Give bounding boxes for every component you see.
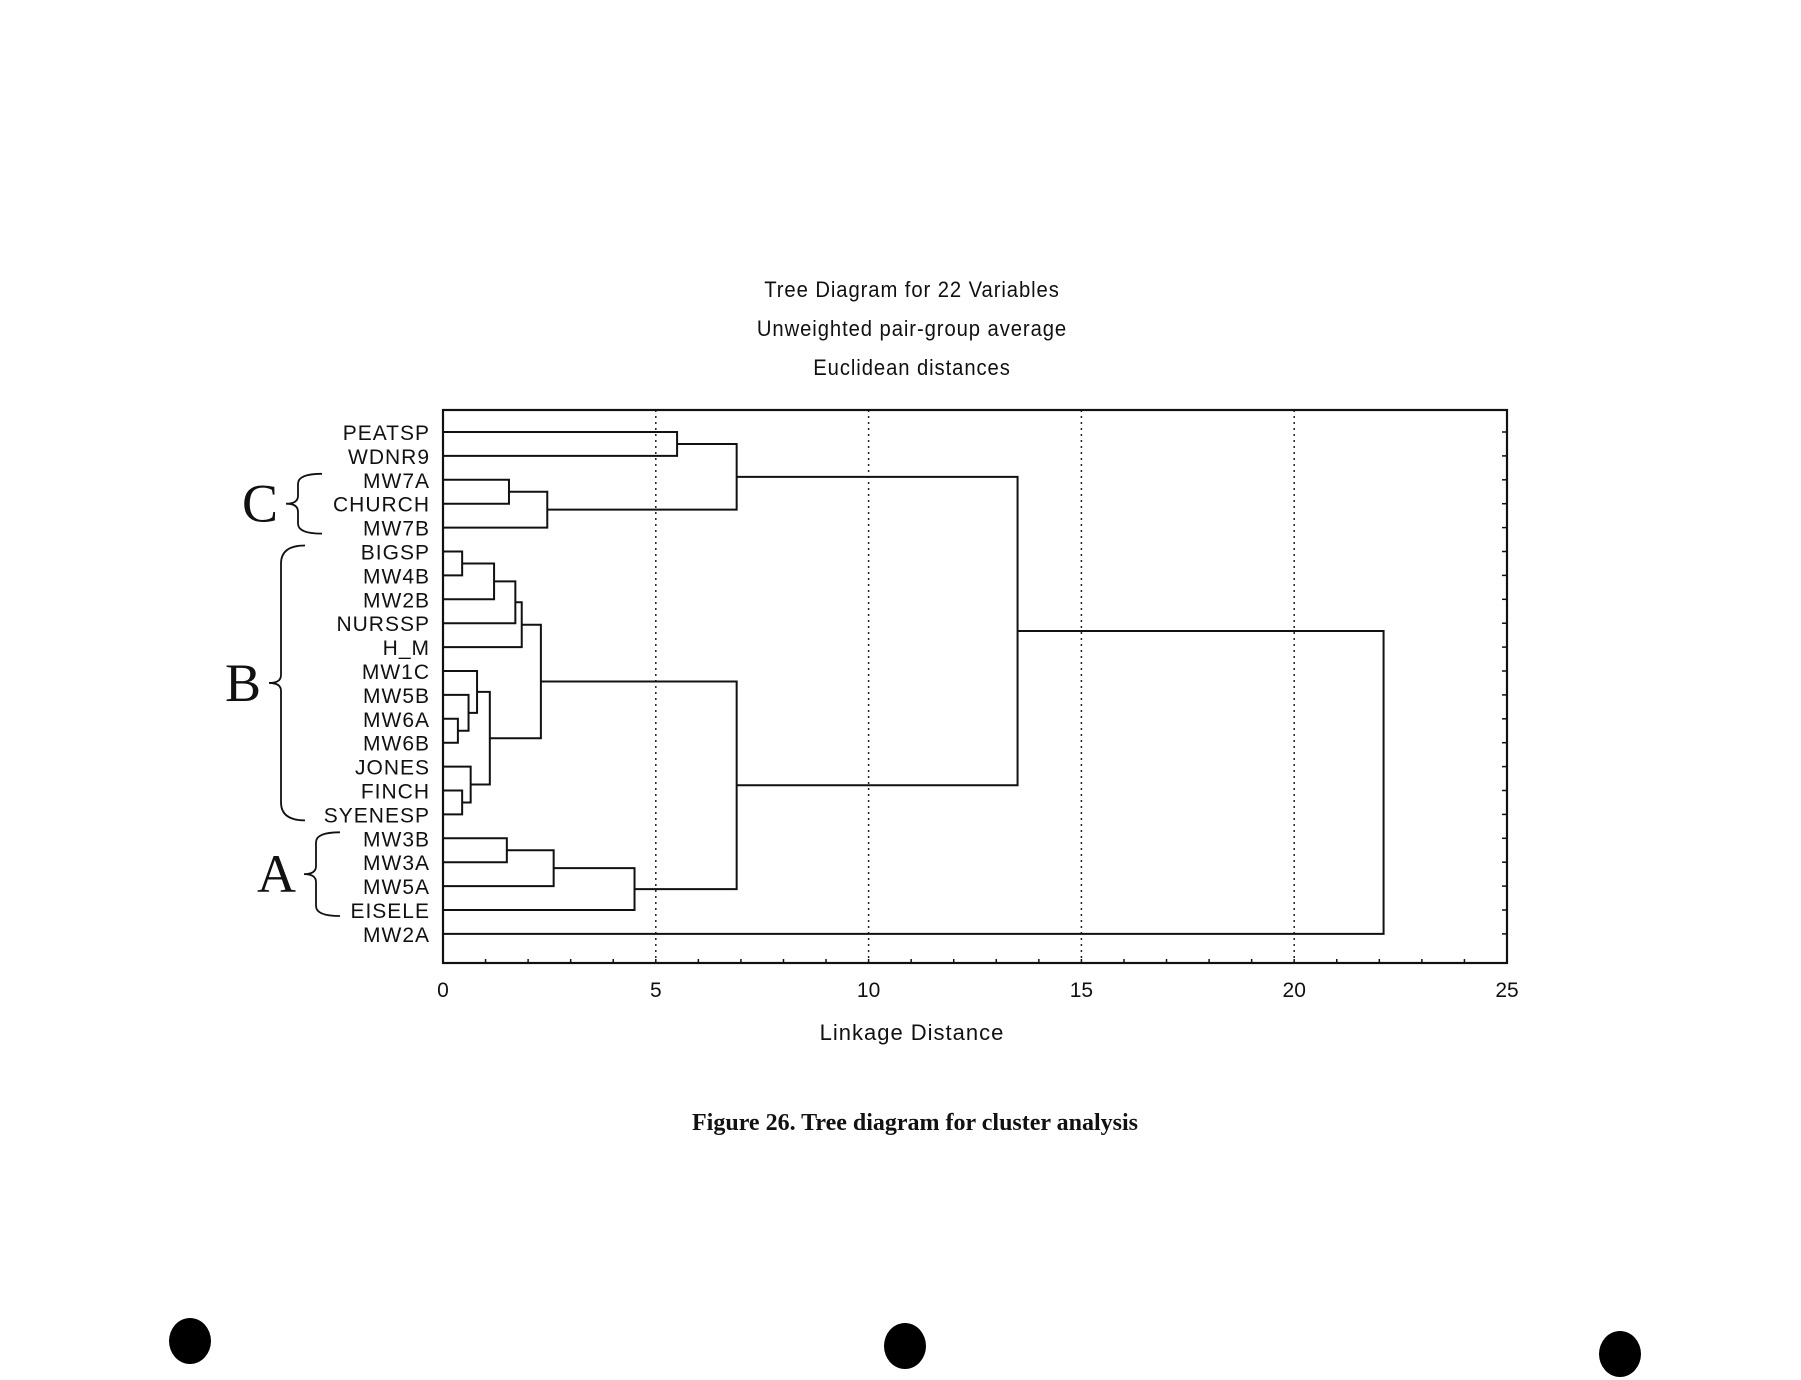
leaf-label: PEATSP xyxy=(343,422,430,445)
dendrogram-link xyxy=(443,601,523,649)
leaf-label: MW6A xyxy=(363,709,430,732)
leaf-label: MW7A xyxy=(363,470,430,493)
group-brace xyxy=(303,831,341,917)
leaf-label: JONES xyxy=(355,757,430,780)
binder-hole-right xyxy=(1599,1331,1641,1377)
dendrogram-link xyxy=(443,580,517,625)
dendrogram-link xyxy=(443,765,472,804)
dendrogram-link xyxy=(443,670,479,714)
leaf-label: MW2A xyxy=(363,924,430,947)
x-tick-label: 5 xyxy=(650,979,662,1002)
chart-subtitle-method: Unweighted pair-group average xyxy=(756,316,1068,341)
dendrogram-link xyxy=(489,623,542,740)
chart-title: Tree Diagram for 22 Variables xyxy=(764,277,1060,302)
dendrogram-link xyxy=(443,867,636,911)
dendrogram-link xyxy=(547,442,738,511)
leaf-label: MW2B xyxy=(363,589,430,612)
leaf-label: MW5B xyxy=(363,685,430,708)
dendrogram-link xyxy=(443,550,464,577)
group-brace xyxy=(268,544,306,822)
group-label-c: C xyxy=(242,474,278,534)
leaf-label: MW6B xyxy=(363,733,430,756)
dendrogram-link xyxy=(443,717,459,744)
x-tick-label: 0 xyxy=(437,979,449,1002)
leaf-label: MW3A xyxy=(363,852,430,875)
group-brace xyxy=(285,472,323,535)
leaf-label: SYENESP xyxy=(324,804,430,827)
x-tick-label: 15 xyxy=(1070,979,1093,1002)
leaf-label: MW4B xyxy=(363,565,430,588)
leaf-label: WDNR9 xyxy=(348,446,430,469)
dendrogram-link xyxy=(443,630,1385,935)
leaf-label: FINCH xyxy=(361,781,430,804)
x-tick-label: 10 xyxy=(857,979,880,1002)
leaf-label: EISELE xyxy=(350,900,430,923)
leaf-label: MW5A xyxy=(363,876,430,899)
x-tick-label: 25 xyxy=(1495,979,1518,1002)
dendrogram-link xyxy=(443,789,464,816)
leaf-label: MW7B xyxy=(363,518,430,541)
leaf-label: CHURCH xyxy=(333,494,430,517)
group-label-b: B xyxy=(225,653,261,713)
dendrogram-link xyxy=(443,478,510,505)
dendrogram-link xyxy=(443,431,679,457)
binder-hole-center xyxy=(884,1323,926,1369)
dendrogram-link xyxy=(443,693,470,732)
x-axis-label: Linkage Distance xyxy=(819,1020,1005,1045)
dendrogram-link xyxy=(443,490,549,529)
dendrogram-link xyxy=(443,562,496,601)
figure-caption: Figure 26. Tree diagram for cluster anal… xyxy=(692,1110,1138,1136)
group-label-a: A xyxy=(257,844,296,904)
leaf-label: H_M xyxy=(383,637,430,660)
binder-hole-left xyxy=(169,1318,211,1364)
leaf-label: MW3B xyxy=(363,828,430,851)
leaf-label: MW1C xyxy=(362,661,430,684)
dendrogram-link xyxy=(443,849,555,888)
dendrogram-link xyxy=(540,680,738,891)
plot-frame xyxy=(441,408,1509,965)
leaf-label: BIGSP xyxy=(361,542,430,565)
leaf-label: NURSSP xyxy=(336,613,430,636)
dendrogram-link xyxy=(736,475,1019,787)
dendrogram-link xyxy=(443,837,508,864)
chart-subtitle-distance: Euclidean distances xyxy=(813,355,1011,380)
dendrogram-link xyxy=(470,690,491,786)
x-tick-label: 20 xyxy=(1283,979,1306,1002)
